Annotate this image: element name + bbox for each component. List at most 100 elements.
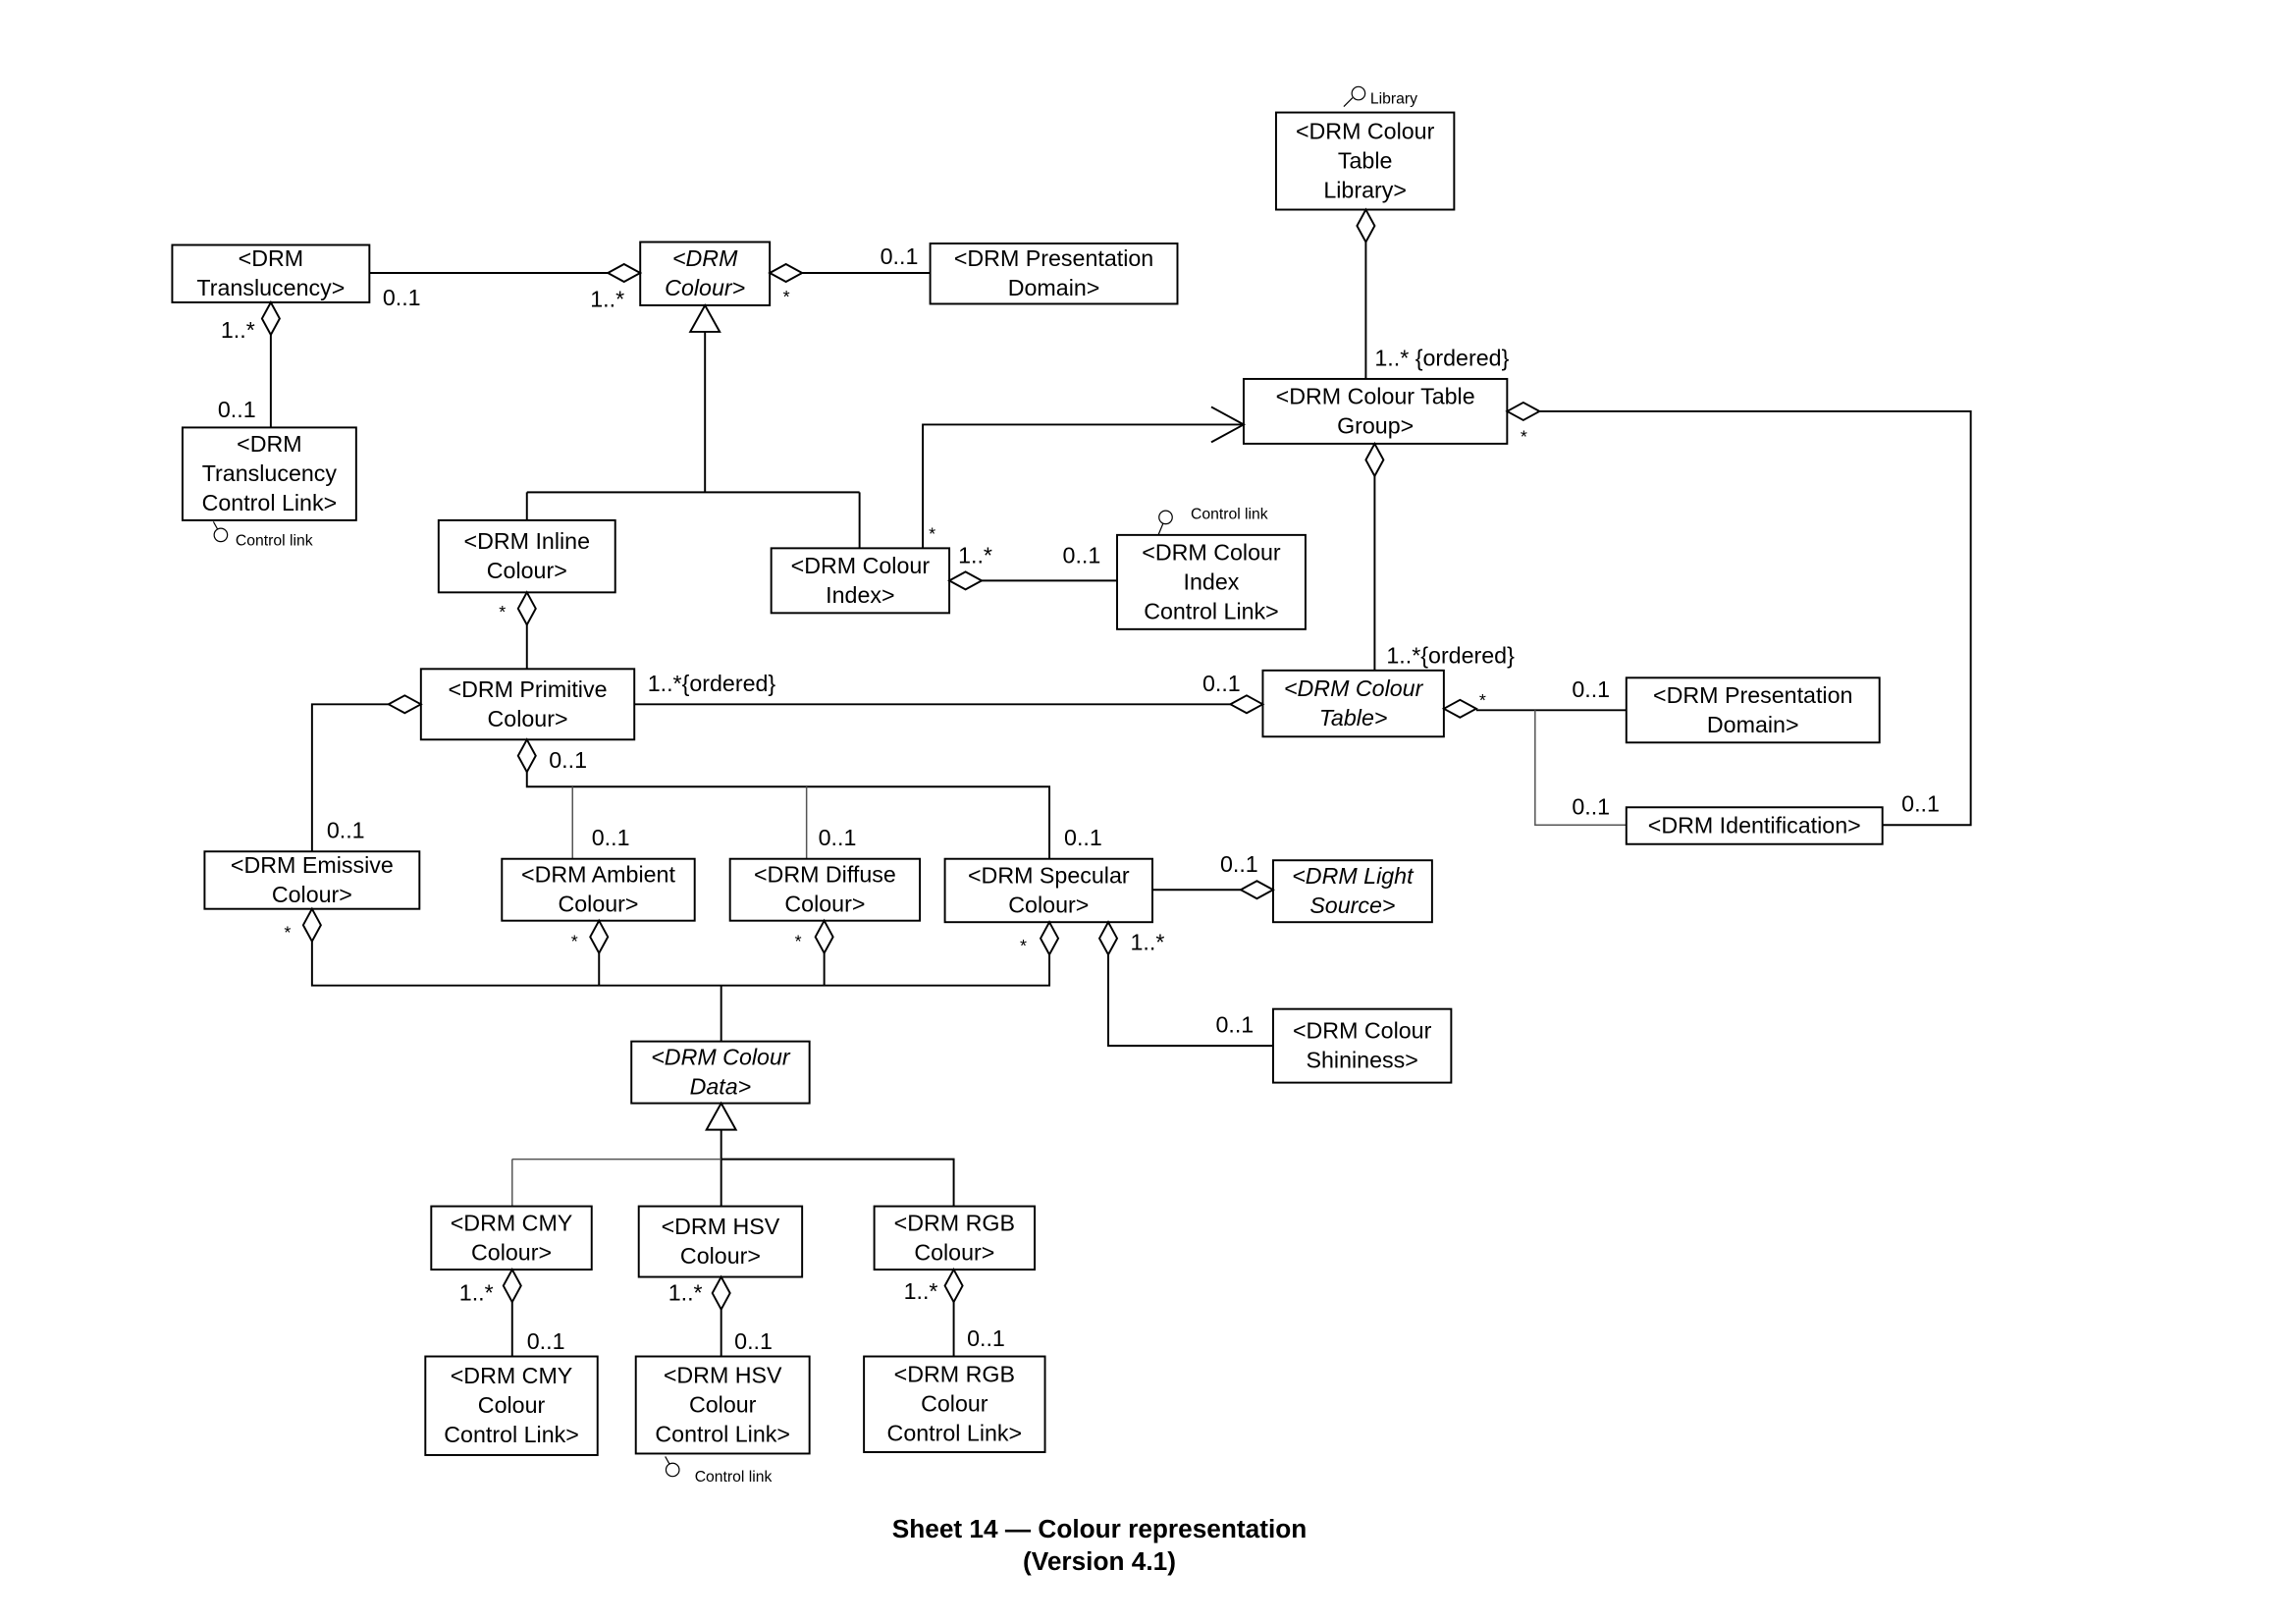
aggregation-diamond	[947, 570, 985, 591]
class-name-line: <DRM Colour	[791, 553, 931, 578]
class-name-line: Control Link>	[887, 1421, 1023, 1446]
multiplicity-label: 1..*	[1131, 930, 1165, 955]
aggregation-diamond	[260, 299, 281, 337]
aggregation-diamond	[1228, 694, 1265, 715]
association-line	[1539, 409, 1972, 827]
association-line	[525, 772, 1051, 859]
class-name-line: <DRM Colour	[1142, 539, 1281, 565]
class-name-line: Index	[1184, 568, 1240, 594]
multiplicity-label: *	[929, 523, 935, 543]
multiplicity-label: 1..*	[904, 1278, 938, 1304]
aggregation-diamond	[516, 737, 537, 775]
associations	[269, 242, 1972, 1357]
association-line	[720, 1129, 955, 1207]
class-name-line: <DRM Light	[1292, 863, 1415, 889]
multiplicity-label: *	[284, 923, 291, 943]
aggregation-diamond	[606, 262, 643, 284]
class-name-line: Colour>	[784, 892, 865, 917]
aggregation-diamond	[1356, 207, 1376, 244]
multiplicity-label: 0..1	[819, 825, 857, 850]
caption-version: (Version 4.1)	[1023, 1546, 1176, 1576]
aggregation-diamond	[502, 1268, 522, 1305]
aggregation-diamond	[1505, 401, 1542, 422]
class-name-line: Translucency	[202, 460, 338, 486]
association-line	[525, 330, 861, 549]
navigability-arrow	[1210, 406, 1246, 444]
class-name-line: <DRM Emissive	[231, 852, 394, 878]
multiplicity-label: 0..1	[881, 243, 919, 269]
class-name-line: Colour>	[558, 892, 638, 917]
class-name-line: Translucency>	[196, 275, 345, 300]
class-name-line: <DRM HSV	[664, 1363, 782, 1388]
aggregation-diamond	[943, 1268, 964, 1305]
aggregation-diamond	[301, 906, 322, 944]
class-name-line: <DRM Colour	[651, 1045, 791, 1070]
multiplicity-label: 0..1	[218, 397, 256, 422]
class-name-line: <DRM	[237, 431, 301, 457]
classes: <DRM ColourTableLibrary><DRMTranslucency…	[171, 111, 1884, 1456]
aggregation-diamond	[711, 1274, 731, 1312]
class-name-line: Source>	[1309, 892, 1395, 918]
multiplicity-label: 0..1	[592, 825, 630, 850]
multiplicity-label: 0..1	[1202, 671, 1241, 696]
multiplicity-label: 1..*{ordered}	[648, 671, 776, 696]
class-name-line: <DRM Colour	[1296, 119, 1435, 144]
aggregation-diamond	[1364, 441, 1385, 478]
class-name-line: Colour>	[471, 1239, 552, 1265]
caption-title: Sheet 14 — Colour representation	[892, 1514, 1308, 1543]
class-name-line: <DRM Identification>	[1648, 812, 1861, 838]
class-name-line: <DRM	[239, 245, 303, 271]
multiplicity-label: 0..1	[1572, 676, 1610, 702]
class-name-line: <DRM Colour	[1293, 1018, 1432, 1044]
class-name-line: Colour>	[665, 275, 745, 300]
stereotype-label: Library	[1370, 91, 1417, 108]
class-name-line: Table	[1338, 148, 1393, 174]
class-name-line: Data>	[690, 1074, 752, 1100]
multiplicity-label: 1..*	[668, 1280, 703, 1306]
multiplicity-label: 0..1	[1572, 794, 1610, 820]
class-name-line: <DRM Diffuse	[754, 862, 896, 888]
class-name-line: <DRM HSV	[662, 1214, 780, 1239]
control-link-icon: Control link	[1157, 506, 1268, 536]
multiplicity-label: 0..1	[734, 1328, 773, 1354]
generalization-triangle	[705, 1101, 738, 1131]
class-name-line: Colour>	[680, 1243, 761, 1269]
multiplicity-label: 1..*	[958, 542, 992, 568]
association-line	[310, 703, 389, 852]
class-name-line: Group>	[1337, 412, 1414, 438]
aggregation-diamond	[1441, 698, 1478, 719]
multiplicity-label: 1..* {ordered}	[1374, 345, 1509, 370]
class-name-line: Table>	[1319, 705, 1388, 730]
class-hsv-colour: <DRM HSV Colour>	[637, 1205, 804, 1278]
class-name-line: <DRM Colour	[1284, 676, 1424, 701]
multiplicity-label: 0..1	[383, 285, 421, 310]
association-ends	[260, 207, 1542, 1312]
control-link-icon: Control link	[665, 1456, 773, 1486]
class-name-line: <DRM RGB	[894, 1362, 1015, 1387]
class-name-line: Colour>	[1008, 892, 1089, 917]
multiplicity-label: 1..*	[459, 1280, 494, 1306]
class-name-line: <DRM Primitive	[449, 676, 608, 702]
class-name-line: Colour>	[488, 706, 568, 731]
class-name-line: <DRM Presentation	[1653, 682, 1852, 708]
class-name-line: Colour>	[272, 882, 352, 907]
aggregation-diamond	[589, 918, 610, 955]
multiplicity-label: 1..*	[590, 286, 624, 311]
